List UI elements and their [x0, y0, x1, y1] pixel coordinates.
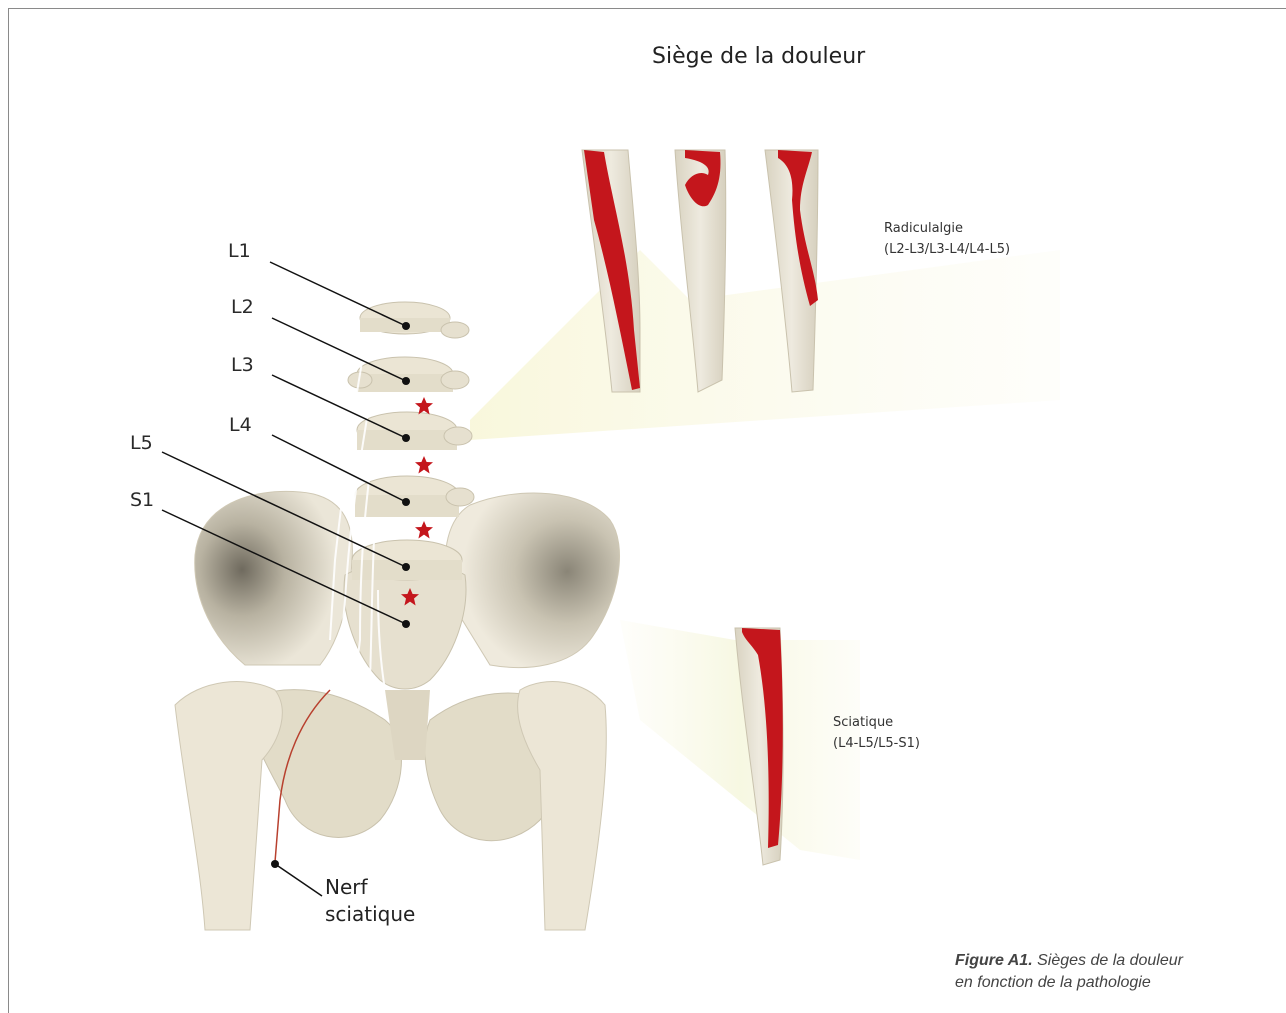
figure-number: Figure A1.	[955, 952, 1033, 969]
pain-star-l3-l4	[415, 456, 433, 474]
caption-line1: Sièges de la douleur	[1037, 952, 1183, 969]
nerf-line2: sciatique	[325, 901, 415, 928]
sciatic-nerve-label: Nerf sciatique	[325, 874, 415, 928]
sciatique-annotation: Sciatique (L4-L5/L5-S1)	[833, 712, 920, 754]
label-s1: S1	[130, 489, 154, 511]
pain-star-l4-l5	[415, 521, 433, 539]
radiculalgie-levels: (L2-L3/L3-L4/L4-L5)	[884, 242, 1010, 257]
pain-star-l2-l3	[415, 397, 433, 415]
caption-line2: en fonction de la pathologie	[955, 974, 1151, 991]
label-l1: L1	[228, 240, 251, 262]
nerf-line1: Nerf	[325, 874, 415, 901]
label-l3: L3	[231, 354, 254, 376]
sciatic-nerve-pointer	[278, 866, 322, 896]
diagram-title: Siège de la douleur	[652, 44, 865, 69]
radiculalgie-label: Radiculalgie	[884, 221, 963, 236]
upper-pain-beam	[470, 250, 1060, 440]
label-l2: L2	[231, 296, 254, 318]
sciatic-nerve-dot	[271, 860, 279, 868]
radiculalgie-annotation: Radiculalgie (L2-L3/L3-L4/L4-L5)	[884, 218, 1010, 260]
label-l4: L4	[229, 414, 252, 436]
figure-caption: Figure A1. Sièges de la douleur en fonct…	[955, 950, 1183, 994]
label-l5: L5	[130, 432, 153, 454]
sciatique-label: Sciatique	[833, 715, 893, 730]
sciatique-levels: (L4-L5/L5-S1)	[833, 736, 920, 751]
